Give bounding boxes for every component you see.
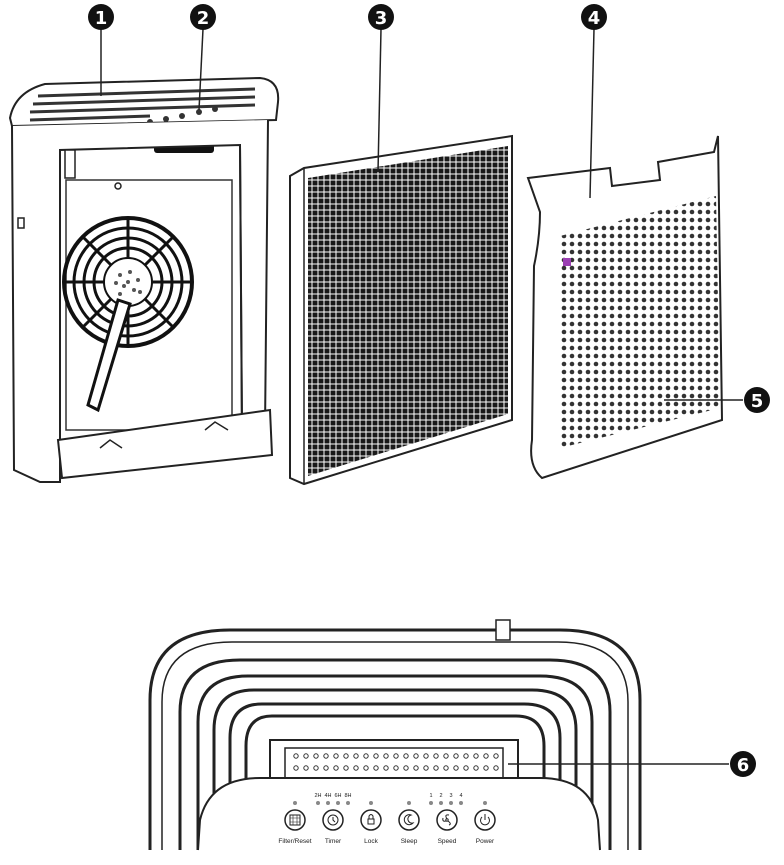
timer-option-label: 6H [334,793,341,799]
speed-label: Speed [438,838,457,845]
callout-badge-3: 3 [368,4,394,30]
filter-reset-button[interactable] [284,809,306,831]
callout-number: 5 [751,391,764,412]
filter [289,134,513,486]
speed-level-label: 1 [429,793,432,799]
top-view-grille [178,658,612,850]
purifier-body [8,76,280,483]
speed-level-label: 3 [449,793,452,799]
power-label: Power [476,838,495,845]
top-view-unit [148,619,642,851]
control-panel [197,777,601,851]
moon-icon [403,814,415,826]
callout-badge-2: 2 [190,4,216,30]
timer-label: Timer [325,838,342,845]
vent-holes [293,753,499,771]
top-grille [29,87,256,122]
sleep-label: Sleep [401,838,418,845]
indicator-dots [293,801,487,805]
brand-logo: mooka [160,133,209,148]
leader-lines [100,28,743,765]
timer-option-label: 2H [314,793,321,799]
callout-number: 6 [737,755,750,776]
filter-grid-icon [289,814,301,826]
front-cover [526,135,724,480]
lock-label: Lock [364,838,378,845]
callout-number: 4 [588,8,601,29]
speed-level-label: 2 [439,793,442,799]
fan-icon [442,814,451,826]
callout-badge-6: 6 [730,751,756,777]
lock-button[interactable] [360,809,382,831]
fan [62,216,194,413]
callout-badge-5: 5 [744,387,770,413]
sleep-button[interactable] [398,809,420,831]
timer-option-label: 4H [324,793,331,799]
speed-level-label: 4 [459,793,462,799]
callout-number: 3 [375,8,388,29]
callout-badge-1: 1 [88,4,114,30]
callout-number: 1 [95,8,108,29]
filter-reset-label: Filter/Reset [278,838,311,845]
power-icon [480,814,490,826]
cover-indicator [563,258,571,266]
timer-option-label: 8H [344,793,351,799]
lock-icon [367,814,375,825]
speed-button[interactable] [436,809,458,831]
clock-icon [327,814,339,826]
callout-number: 2 [197,8,210,29]
callout-badge-4: 4 [581,4,607,30]
